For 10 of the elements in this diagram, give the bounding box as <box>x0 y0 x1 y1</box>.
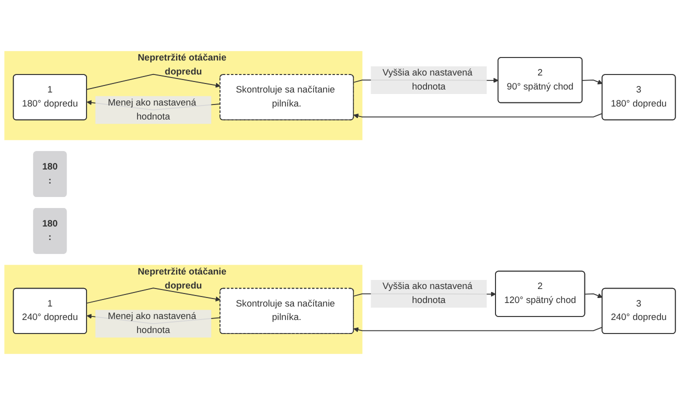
edge-label: Menej ako nastavená hodnota <box>108 98 196 122</box>
arrow <box>86 288 220 304</box>
arrow <box>584 293 603 298</box>
arrow <box>353 326 603 332</box>
edge-label: Vyššia ako nastavená hodnota <box>382 68 472 92</box>
edge-label: Vyššia ako nastavená hodnota <box>382 282 472 306</box>
arrow <box>86 74 220 90</box>
edge-label: Menej ako nastavená hodnota <box>108 312 196 336</box>
arrow <box>353 113 603 119</box>
arrow <box>582 80 603 84</box>
